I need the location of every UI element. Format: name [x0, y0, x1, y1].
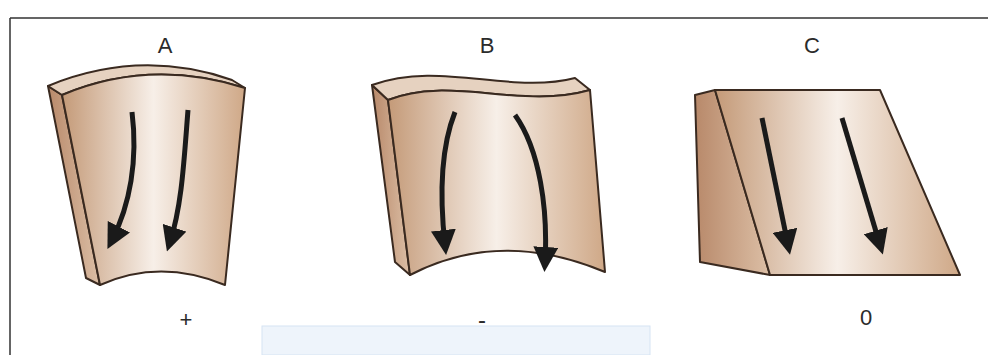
highlight-strip	[262, 326, 650, 355]
surface-letter: A	[158, 35, 173, 57]
saddle-surface	[372, 76, 605, 275]
curvature-sign: -	[478, 308, 486, 332]
frame-line	[10, 18, 988, 355]
surface-letter: B	[480, 35, 495, 57]
surface-letter: C	[804, 35, 820, 57]
curvature-sign: +	[180, 309, 193, 331]
curvature-sign: 0	[860, 307, 872, 329]
sphere-surface	[48, 65, 245, 285]
plane-surface	[695, 90, 960, 275]
